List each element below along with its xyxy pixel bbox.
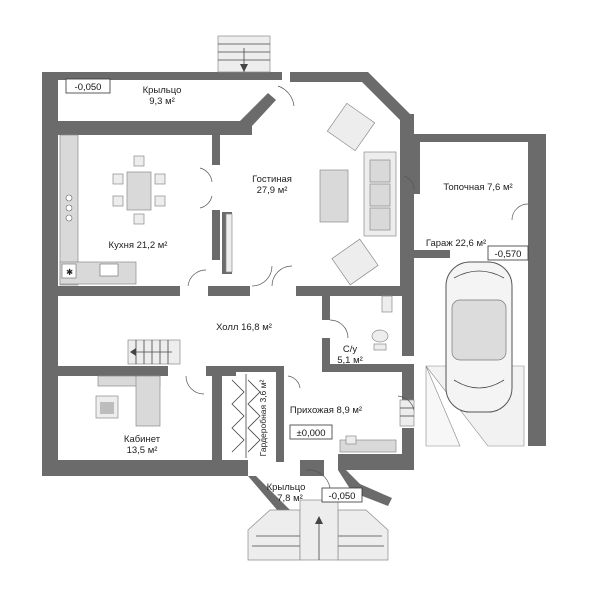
wc-fixtures [371,295,393,351]
entry-label: Прихожая 8,9 м² [290,405,362,416]
fridge-icon: ✱ [66,267,73,277]
level-porch-top: -0,050 [75,82,102,93]
level-garage: -0,570 [495,249,522,260]
living-furniture [225,102,397,286]
wc-name: С/у [343,344,358,355]
level-box-porch-bottom [321,487,363,503]
living-name: Гостиная [252,174,292,185]
hall-stairs [127,339,181,365]
garage-label: Гараж 22,6 м² [426,238,486,249]
level-marks: -0,050 -0,570 ±0,000 -0,050 [65,78,529,503]
study-name: Кабинет [124,434,161,445]
level-porch-bottom: -0,050 [329,491,356,502]
level-box-entry [289,424,333,440]
porch-top-name: Крыльцо [143,85,182,96]
top-steps [217,35,271,73]
boiler-label: Топочная 7,6 м² [443,182,512,193]
study-furniture [95,375,161,427]
doors [185,85,529,489]
living-area: 27,9 м² [257,185,288,196]
walls [42,72,546,518]
kitchen-furniture: ✱ [59,134,166,286]
level-box-garage [487,245,529,261]
room-labels: Крыльцо 9,3 м² Кухня 21,2 м² Гостиная 27… [109,85,513,504]
study-area: 13,5 м² [127,445,158,456]
entry-furniture [339,399,415,453]
hall-label: Холл 16,8 м² [216,322,272,333]
wardrobe-label: Гардеробная 3,6 м² [258,380,268,457]
kitchen-label: Кухня 21,2 м² [109,240,168,251]
bottom-steps [247,499,389,561]
wc-area: 5,1 м² [337,355,363,366]
wardrobe-hangers [231,374,261,458]
level-box-porch-top [65,78,111,94]
porch-top-area: 9,3 м² [149,96,175,107]
porch-bottom-name: Крыльцо [267,482,306,493]
car [425,261,525,447]
level-entry: ±0,000 [297,428,326,439]
porch-bottom-area: 7,8 м² [277,493,303,504]
